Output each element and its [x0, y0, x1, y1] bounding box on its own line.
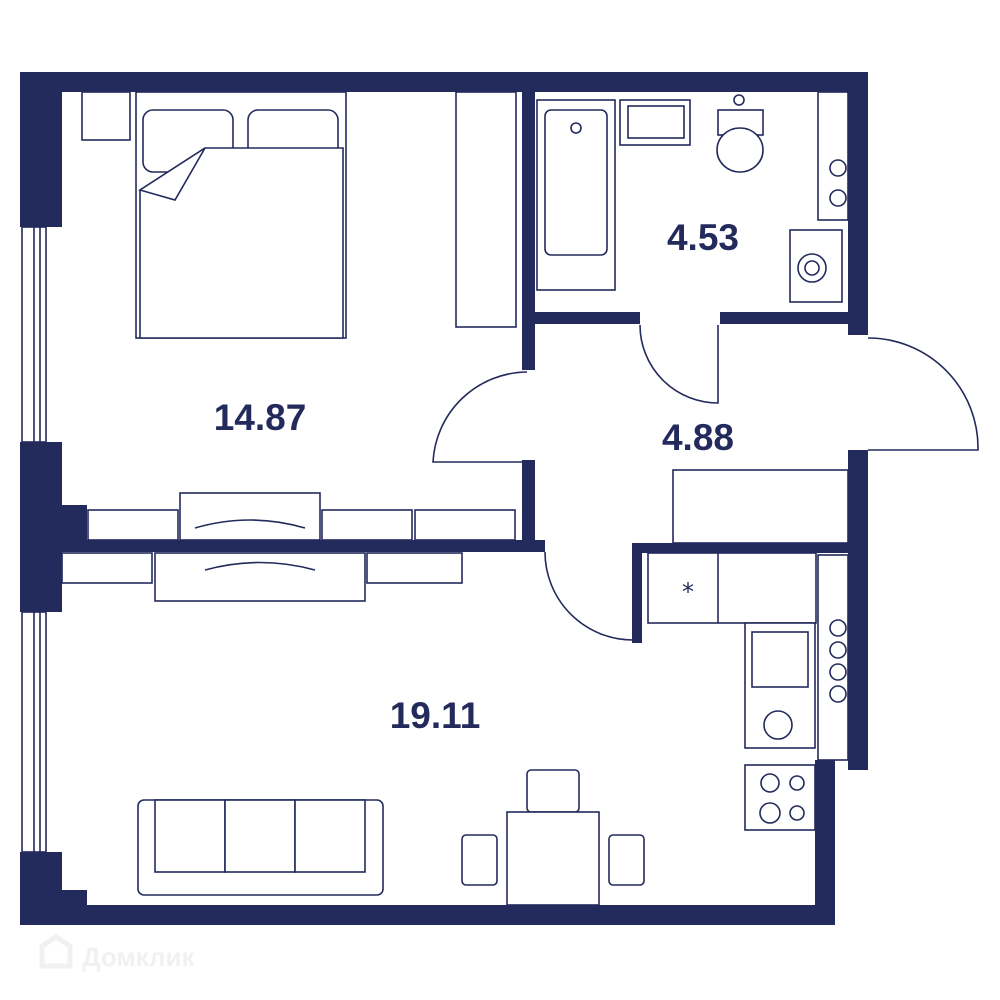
domclick-watermark: Домклик: [39, 934, 195, 972]
hallway-area-label: 4.88: [662, 417, 734, 458]
bathroom-fixtures: [536, 94, 843, 303]
bedroom-area-label: 14.87: [214, 397, 307, 438]
svg-text:*: *: [682, 578, 694, 606]
bedroom-furniture: [81, 91, 517, 541]
living-kitchen-area-label: 19.11: [390, 695, 481, 736]
living-kitchen-furniture: *: [61, 552, 817, 906]
watermark-text: Домклик: [82, 942, 195, 972]
walls: [20, 72, 868, 925]
hallway-wardrobe: [672, 469, 849, 544]
doors: [432, 324, 979, 641]
windows: [21, 91, 849, 853]
bathroom-area-label: 4.53: [667, 217, 739, 258]
